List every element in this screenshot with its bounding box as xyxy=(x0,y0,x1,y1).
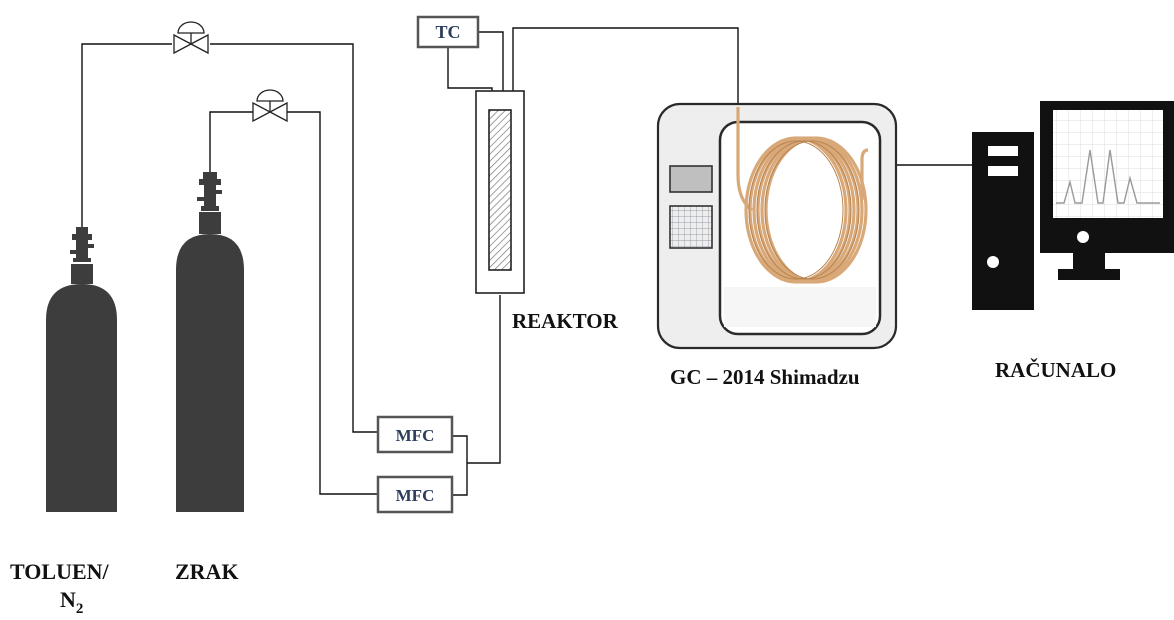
mfc-bottom-label: MFC xyxy=(396,486,435,505)
computer xyxy=(972,101,1174,310)
toluen-label: TOLUEN/ xyxy=(10,559,110,584)
gc-instrument xyxy=(656,102,898,350)
mfc-bottom-box[interactable]: MFC xyxy=(376,475,454,514)
mfc-top-label: MFC xyxy=(396,426,435,445)
zrak-label: ZRAK xyxy=(175,559,239,584)
chromatogram-icon xyxy=(1056,149,1160,204)
line-toluen xyxy=(81,43,172,228)
reaktor-label: REAKTOR xyxy=(512,309,619,333)
gas-cylinder-icon xyxy=(46,227,117,512)
tc-label: TC xyxy=(435,22,460,42)
piping-lines xyxy=(81,27,972,496)
line-valve2-to-mfc xyxy=(287,111,378,495)
gc-label: GC – 2014 Shimadzu xyxy=(670,365,860,389)
line-merge-to-reactor xyxy=(467,295,501,464)
coil-column-icon xyxy=(736,107,869,284)
reactor xyxy=(475,90,525,294)
n2-subscript: 2 xyxy=(76,601,84,617)
line-reactor-to-gc xyxy=(512,27,739,110)
monitor-icon xyxy=(1040,101,1174,280)
valve-icon[interactable] xyxy=(173,21,209,55)
line-mfc-merge xyxy=(452,435,468,496)
valve-icon[interactable] xyxy=(252,89,288,123)
racunalo-label: RAČUNALO xyxy=(995,358,1116,382)
line-valve1-to-mfc xyxy=(210,43,378,433)
line-tc-right xyxy=(478,31,504,110)
n2-base: N xyxy=(60,587,76,612)
computer-tower-icon xyxy=(972,132,1034,310)
line-zrak xyxy=(209,111,253,174)
mfc-top-box[interactable]: MFC xyxy=(376,415,454,454)
gas-cylinder-icon xyxy=(176,172,244,512)
n2-label: N2 xyxy=(60,587,83,617)
tc-box: TC xyxy=(416,15,480,49)
